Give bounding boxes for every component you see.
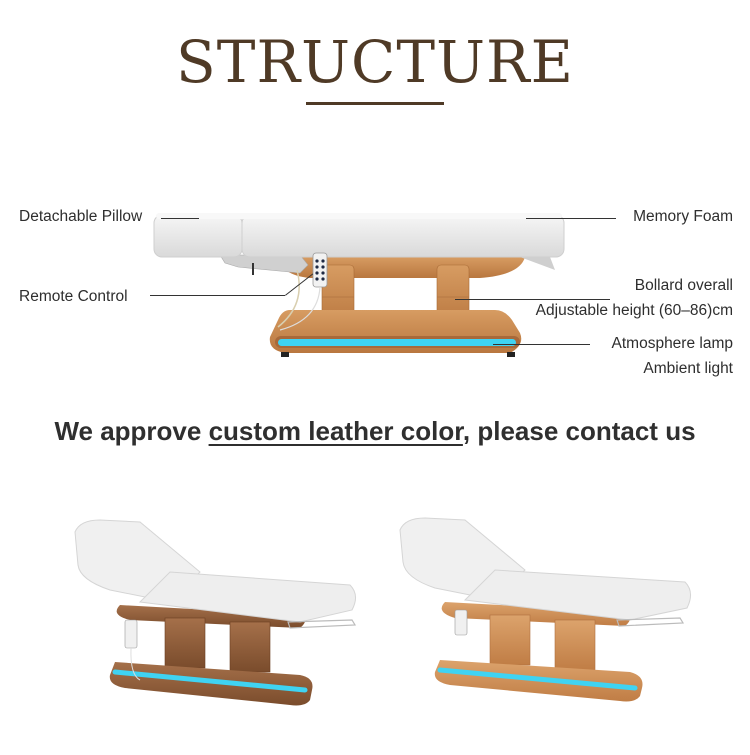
bed-side-view-image [150, 205, 570, 365]
leader-memory-foam [526, 218, 616, 219]
headline-underlined: custom leather color [208, 416, 463, 446]
label-lamp-line1: Atmosphere lamp [611, 335, 733, 352]
leader-detachable-pillow [161, 218, 199, 219]
label-detachable-pillow: Detachable Pillow [19, 208, 143, 225]
bed-variant-light-oak [395, 510, 695, 705]
custom-color-headline: We approve custom leather color, please … [0, 414, 750, 448]
headline-suffix: , please contact us [462, 416, 696, 446]
bed-variant-dark-walnut [70, 510, 365, 710]
leader-remote-control [150, 295, 285, 296]
title-underline [306, 102, 444, 105]
label-bollard-line2: Adjustable height (60–86)cm [535, 302, 733, 319]
leader-lamp [493, 344, 590, 345]
label-remote-control: Remote Control [19, 288, 128, 305]
headline-prefix: We approve [54, 416, 209, 446]
label-memory-foam: Memory Foam [633, 208, 733, 225]
page-title: STRUCTURE [176, 28, 574, 96]
label-bollard-line1: Bollard overall [634, 277, 733, 294]
leader-bollard [455, 299, 610, 300]
label-lamp-line2: Ambient light [643, 360, 733, 377]
